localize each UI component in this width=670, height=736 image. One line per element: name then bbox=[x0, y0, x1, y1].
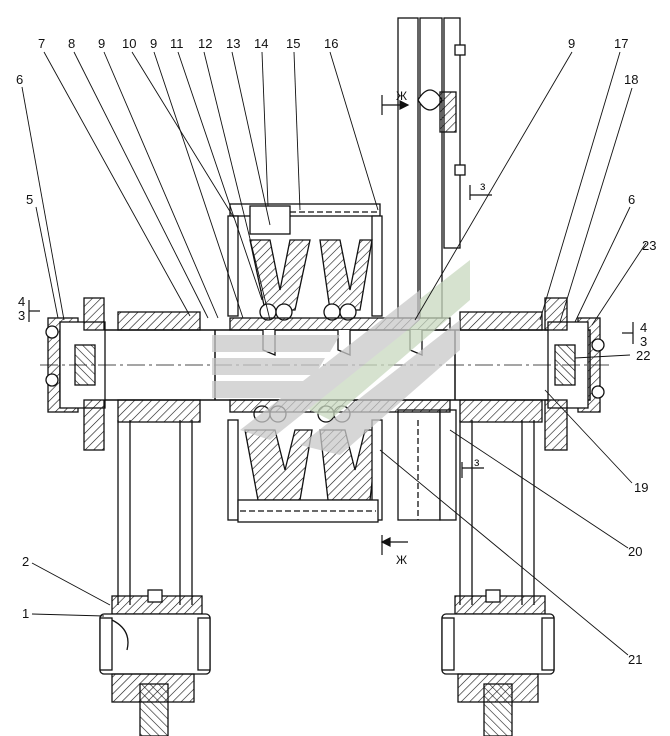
right-housing bbox=[459, 297, 568, 451]
callout-top-14: 14 bbox=[254, 36, 268, 51]
callout-right-21: 21 bbox=[628, 652, 642, 667]
left-wheel-hub bbox=[99, 613, 211, 736]
callout-right-3: 3 bbox=[640, 334, 647, 349]
upper-pulley-block bbox=[227, 203, 383, 321]
callout-top-9c: 9 bbox=[568, 36, 575, 51]
callout-top-9a: 9 bbox=[98, 36, 105, 51]
callout-top-11: 11 bbox=[170, 36, 184, 51]
section-arrows bbox=[28, 95, 634, 555]
callout-top-18: 18 bbox=[624, 72, 638, 87]
callout-top-9b: 9 bbox=[150, 36, 157, 51]
section-z-mid: з bbox=[474, 455, 480, 469]
callout-top-13: 13 bbox=[226, 36, 240, 51]
callout-top-10: 10 bbox=[122, 36, 136, 51]
callout-right-6: 6 bbox=[628, 192, 635, 207]
callout-top-12: 12 bbox=[198, 36, 212, 51]
callout-right-19: 19 bbox=[634, 480, 648, 495]
callout-left-3: 3 bbox=[18, 308, 25, 323]
callout-left-5: 5 bbox=[26, 192, 33, 207]
callout-right-22: 22 bbox=[636, 348, 650, 363]
callout-left-2: 2 bbox=[22, 554, 29, 569]
callout-top-7: 7 bbox=[38, 36, 45, 51]
left-housing bbox=[83, 297, 201, 451]
callout-top-15: 15 bbox=[286, 36, 300, 51]
section-zh-bottom: Ж bbox=[396, 553, 407, 567]
section-zh-top: Ж bbox=[396, 89, 407, 103]
callout-right-4: 4 bbox=[640, 320, 647, 335]
right-leg bbox=[454, 420, 546, 615]
callout-left-1: 1 bbox=[22, 606, 29, 621]
watermark-logo bbox=[212, 260, 470, 455]
section-letters: Ж з Ж з bbox=[396, 89, 486, 567]
callout-top-17: 17 bbox=[614, 36, 628, 51]
callout-left-4: 4 bbox=[18, 294, 25, 309]
section-z-top: з bbox=[480, 179, 486, 193]
callout-top-8: 8 bbox=[68, 36, 75, 51]
callout-right-23: 23 bbox=[642, 238, 656, 253]
belt-housing bbox=[397, 17, 466, 521]
callout-left-6: 6 bbox=[16, 72, 23, 87]
callout-right-20: 20 bbox=[628, 544, 642, 559]
callout-top-16: 16 bbox=[324, 36, 338, 51]
right-end-cap bbox=[547, 317, 605, 413]
left-leg bbox=[111, 420, 203, 615]
right-wheel-hub bbox=[441, 613, 555, 736]
leader-lines bbox=[21, 51, 647, 656]
callout-labels: 7 8 9 10 9 11 12 13 14 15 16 9 17 18 6 5… bbox=[16, 36, 656, 667]
